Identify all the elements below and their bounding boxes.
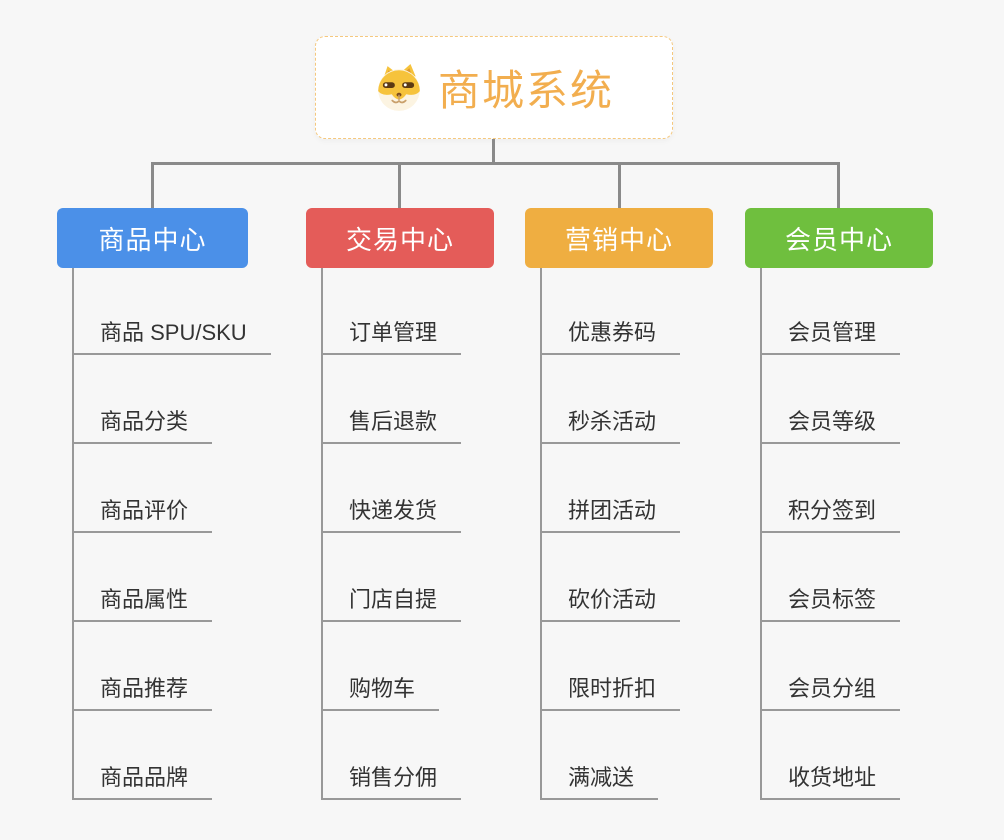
leaf-node[interactable]: 收货地址 <box>760 762 901 800</box>
leaf-node[interactable]: 秒杀活动 <box>540 406 681 444</box>
branch-node-marketing-center[interactable]: 营销中心 <box>525 208 713 268</box>
leaf-node[interactable]: 会员标签 <box>760 584 901 622</box>
leaf-node[interactable]: 商品属性 <box>72 584 213 622</box>
leaf-node[interactable]: 销售分佣 <box>321 762 462 800</box>
leaf-node[interactable]: 快递发货 <box>321 495 462 533</box>
shiba-dog-icon <box>378 63 420 111</box>
branch-product-center: 商品中心 商品 SPU/SKU 商品分类 商品评价 商品属性 商品推荐 商品品牌 <box>57 208 307 808</box>
branch-trade-center: 交易中心 订单管理 售后退款 快递发货 门店自提 购物车 销售分佣 <box>306 208 556 808</box>
leaf-node[interactable]: 商品评价 <box>72 495 213 533</box>
root-node[interactable]: 商城系统 <box>315 36 673 139</box>
branch-node-trade-center[interactable]: 交易中心 <box>306 208 494 268</box>
leaf-node[interactable]: 售后退款 <box>321 406 462 444</box>
leaf-node[interactable]: 商品 SPU/SKU <box>72 317 271 355</box>
branch-node-product-center[interactable]: 商品中心 <box>57 208 248 268</box>
branch-member-center: 会员中心 会员管理 会员等级 积分签到 会员标签 会员分组 收货地址 <box>745 208 995 808</box>
branch-leg <box>540 268 542 800</box>
connector-root-drop <box>492 139 495 165</box>
leaf-node[interactable]: 商品推荐 <box>72 673 213 711</box>
leaf-node[interactable]: 积分签到 <box>760 495 901 533</box>
leaf-node[interactable]: 门店自提 <box>321 584 462 622</box>
leaf-node[interactable]: 订单管理 <box>321 317 462 355</box>
connector-drop-marketing <box>618 162 621 209</box>
leaf-node[interactable]: 商品分类 <box>72 406 213 444</box>
connector-drop-members <box>837 162 840 209</box>
leaf-node[interactable]: 商品品牌 <box>72 762 213 800</box>
leaf-node[interactable]: 砍价活动 <box>540 584 681 622</box>
connector-bus <box>151 162 840 165</box>
leaf-node[interactable]: 会员管理 <box>760 317 901 355</box>
root-title: 商城系统 <box>437 67 614 114</box>
connector-drop-products <box>151 162 154 209</box>
leaf-node[interactable]: 优惠券码 <box>540 317 681 355</box>
branch-node-member-center[interactable]: 会员中心 <box>745 208 933 268</box>
leaf-node[interactable]: 拼团活动 <box>540 495 681 533</box>
connector-drop-trade <box>398 162 401 209</box>
leaf-node[interactable]: 会员等级 <box>760 406 901 444</box>
leaf-node[interactable]: 购物车 <box>321 673 440 711</box>
branch-marketing-center: 营销中心 优惠券码 秒杀活动 拼团活动 砍价活动 限时折扣 满减送 <box>525 208 775 808</box>
leaf-node[interactable]: 会员分组 <box>760 673 901 711</box>
branch-leg <box>72 268 74 800</box>
leaf-node[interactable]: 限时折扣 <box>540 673 681 711</box>
branch-leg <box>760 268 762 800</box>
branch-leg <box>321 268 323 800</box>
leaf-node[interactable]: 满减送 <box>540 762 659 800</box>
